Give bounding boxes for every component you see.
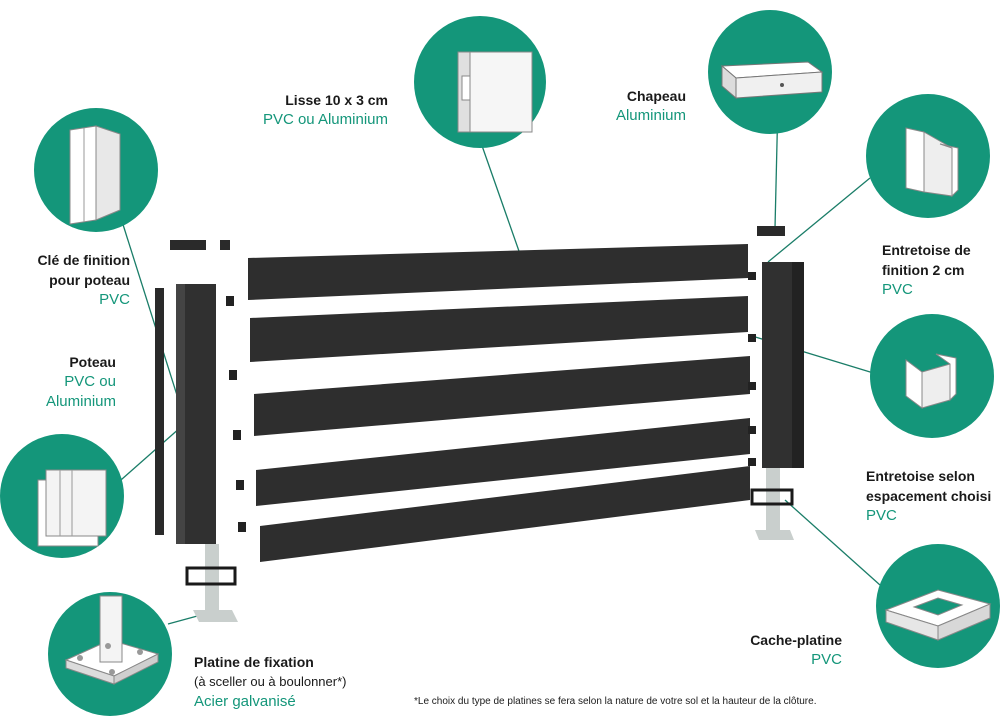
slats xyxy=(248,244,750,562)
poteau-profile-icon xyxy=(37,469,107,547)
callout-lisse: Lisse 10 x 3 cm PVC ou Aluminium xyxy=(236,90,388,130)
entretoise-finition-icon xyxy=(905,127,959,198)
callout-chapeau: Chapeau Aluminium xyxy=(586,86,686,126)
slat xyxy=(250,296,748,362)
lisse-profile-icon xyxy=(457,51,533,133)
callout-entretoise-finition: Entretoise de finition 2 cm PVC xyxy=(882,240,994,300)
chapeau-name: Chapeau xyxy=(626,88,686,104)
chapeau-material: Aluminium xyxy=(615,107,686,124)
poteau-material-line2: Aluminium xyxy=(45,393,116,410)
lisse-material: PVC ou Aluminium xyxy=(262,111,388,128)
lisse-name: Lisse 10 x 3 cm xyxy=(285,92,388,108)
cache-platine-name: Cache-platine xyxy=(750,632,842,648)
platine-note: (à sceller ou à boulonner*) xyxy=(194,674,347,689)
finishing-key-part xyxy=(155,288,164,535)
left-bracket xyxy=(185,544,238,622)
entretoise-espacement-name-line2: espacement choisi xyxy=(866,488,992,504)
left-post xyxy=(170,240,246,544)
entretoise-espacement-name-line1: Entretoise selon xyxy=(866,468,975,484)
cle-name-line2: pour poteau xyxy=(49,272,130,288)
footnote: *Le choix du type de platines se fera se… xyxy=(414,696,817,707)
detail-circles xyxy=(0,10,1000,716)
slat xyxy=(248,244,748,300)
slat xyxy=(260,466,750,562)
entretoise-espacement-material: PVC xyxy=(866,507,897,524)
callout-entretoise-espacement: Entretoise selon espacement choisi PVC xyxy=(866,466,998,526)
cle-finition-icon xyxy=(69,125,121,225)
entretoise-finition-name-line1: Entretoise de xyxy=(882,242,971,258)
poteau-material-line1: PVC ou xyxy=(64,373,116,390)
cle-material: PVC xyxy=(99,291,130,308)
cache-platine-material: PVC xyxy=(811,651,842,668)
cle-name-line1: Clé de finition xyxy=(37,252,130,268)
right-post xyxy=(748,226,804,468)
slat xyxy=(254,356,750,436)
slat xyxy=(256,418,750,506)
callout-platine: Platine de fixation (à sceller ou à boul… xyxy=(194,652,394,712)
poteau-name: Poteau xyxy=(69,354,116,370)
right-bracket xyxy=(750,468,794,540)
entretoise-finition-name-line2: finition 2 cm xyxy=(882,262,965,278)
platine-name: Platine de fixation xyxy=(194,654,314,670)
callout-poteau: Poteau PVC ou Aluminium xyxy=(10,352,116,412)
entretoise-finition-material: PVC xyxy=(882,281,913,298)
cache-platine-icon xyxy=(884,589,992,641)
chapeau-icon xyxy=(720,61,824,100)
callout-cache-platine: Cache-platine PVC xyxy=(730,630,842,670)
callout-cle-finition: Clé de finition pour poteau PVC xyxy=(10,250,130,310)
platine-icon xyxy=(64,595,160,685)
entretoise-espacement-icon xyxy=(905,353,957,409)
platine-material: Acier galvanisé xyxy=(194,693,296,710)
